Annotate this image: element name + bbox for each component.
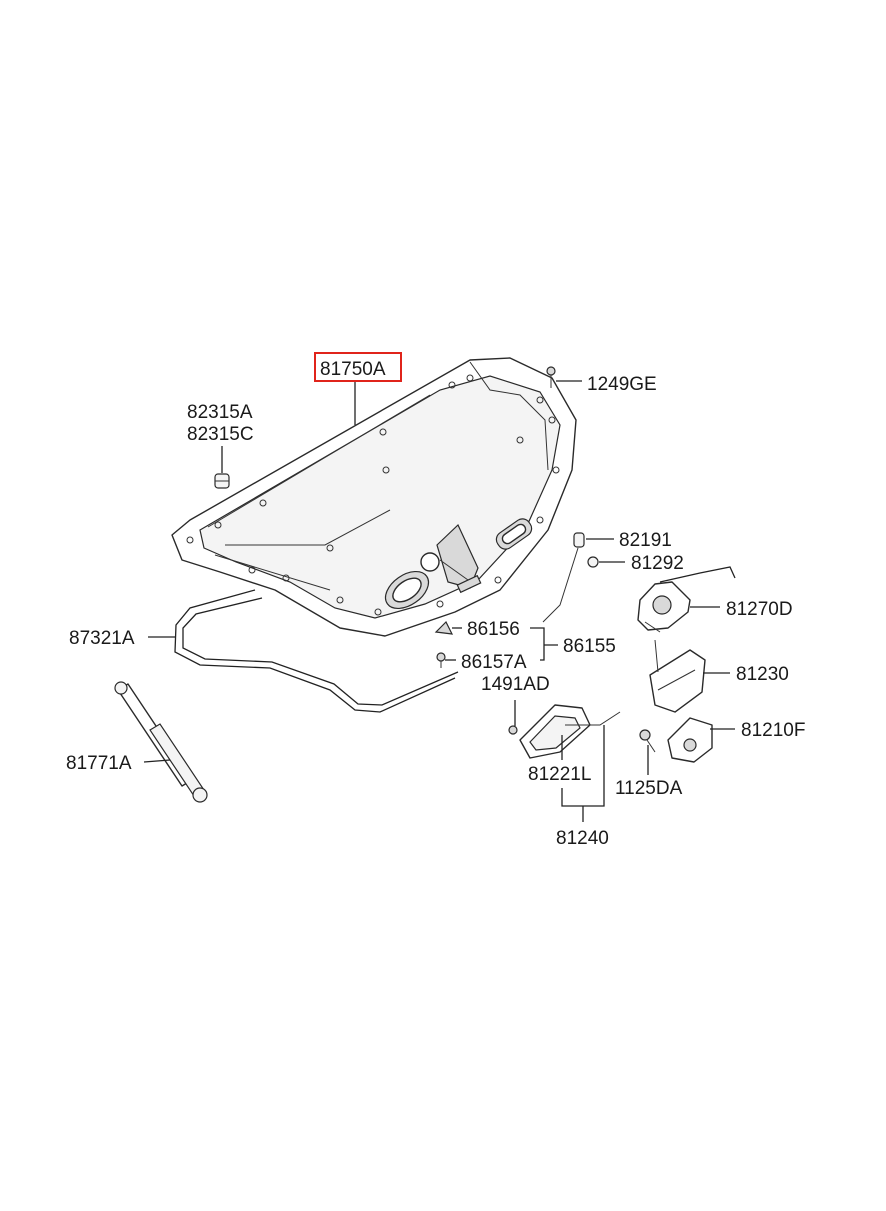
leader-81771a [143,759,171,763]
panel-clip[interactable] [214,473,230,489]
trunk-lid-trim-panel[interactable] [171,357,577,637]
bumper-stopper[interactable] [542,532,599,623]
trunk-weatherstrip[interactable] [174,589,459,713]
label-82315a[interactable]: 82315A [187,402,253,423]
label-1125da[interactable]: 1125DA [615,778,683,799]
label-1249ge[interactable]: 1249GE [587,374,657,395]
trunk-latch-actuator[interactable] [649,639,706,713]
emblem-fasteners[interactable] [434,620,454,668]
label-86156[interactable]: 86156 [467,619,520,640]
label-81270d[interactable]: 81270D [726,599,793,620]
label-82191[interactable]: 82191 [619,530,672,551]
label-86157a[interactable]: 86157A [461,652,527,673]
trunk-latch[interactable] [667,717,713,763]
trunk-release-switch[interactable] [519,704,621,759]
leader-86155 [530,627,558,661]
label-87321a[interactable]: 87321A [69,628,135,649]
label-81210f[interactable]: 81210F [741,720,805,741]
label-81240[interactable]: 81240 [556,828,609,849]
screw-1249ge[interactable] [546,366,556,388]
trunk-gas-strut[interactable] [114,681,208,803]
label-81292[interactable]: 81292 [631,553,684,574]
label-81771a[interactable]: 81771A [66,753,132,774]
label-82315c[interactable]: 82315C [187,424,254,445]
trunk-latch-lever[interactable] [637,566,736,633]
label-81230[interactable]: 81230 [736,664,789,685]
switch-bolt[interactable] [508,725,518,735]
label-86155[interactable]: 86155 [563,636,616,657]
latch-bolt[interactable] [639,729,656,753]
selected-part-highlight [314,352,402,382]
leader-81240 [561,725,605,822]
label-81221l[interactable]: 81221L [528,764,591,785]
label-81750a[interactable]: 81750A [320,359,386,380]
label-1491ad[interactable]: 1491AD [481,674,550,695]
